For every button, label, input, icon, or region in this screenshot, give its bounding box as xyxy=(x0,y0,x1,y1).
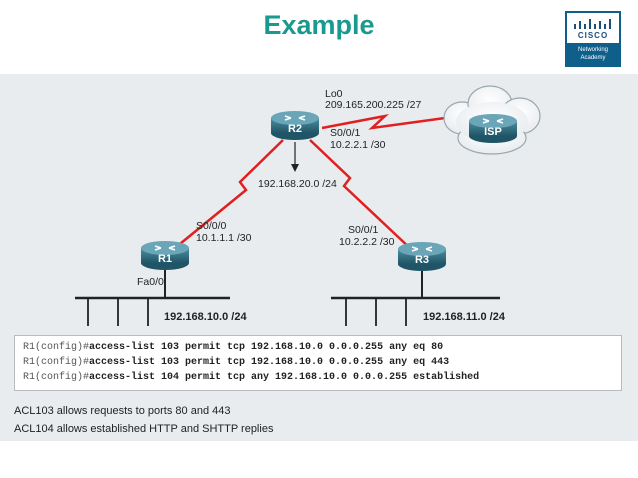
lan-left-network: 192.168.10.0 /24 xyxy=(164,311,247,323)
command-line: R1(config)#access-list 103 permit tcp 19… xyxy=(23,342,443,353)
r1-s000-name: S0/0/0 xyxy=(196,220,227,232)
serial-link-r2-r3 xyxy=(309,139,413,251)
logo-tagline-1: Networking xyxy=(577,47,608,53)
command-text: access-list 103 permit tcp 192.168.10.0 … xyxy=(89,357,450,368)
note-acl103: ACL103 allows requests to ports 80 and 4… xyxy=(14,405,231,417)
note-acl104: ACL104 allows established HTTP and SHTTP… xyxy=(14,423,274,435)
r2-lan-network: 192.168.20.0 /24 xyxy=(258,178,337,190)
serial-link-r2-r1 xyxy=(174,139,284,249)
r2-lo0-name: Lo0 xyxy=(325,88,343,100)
router-r1-label: R1 xyxy=(158,253,172,265)
router-r3-arrows-icon xyxy=(411,246,433,252)
r3-s001-name: S0/0/1 xyxy=(348,224,379,236)
config-command-box: R1(config)#access-list 103 permit tcp 19… xyxy=(14,335,622,391)
command-prompt: R1(config)# xyxy=(23,342,90,353)
r2-lan-arrowhead xyxy=(291,164,299,172)
r1-s000-ip: 10.1.1.1 /30 xyxy=(196,232,252,244)
r2-lo0-ip: 209.165.200.225 /27 xyxy=(325,99,422,111)
command-line: R1(config)#access-list 104 permit tcp an… xyxy=(23,372,479,383)
serial-link-r2-isp xyxy=(321,113,446,130)
router-r3-label: R3 xyxy=(415,254,429,266)
logo-tagline: Networking Academy xyxy=(567,43,619,65)
logo-brand: CISCO xyxy=(577,31,609,40)
router-isp-arrows-icon xyxy=(482,118,504,124)
router-isp[interactable]: ISP xyxy=(469,114,517,143)
r3-s001-ip: 10.2.2.2 /30 xyxy=(339,236,395,248)
command-line: R1(config)#access-list 103 permit tcp 19… xyxy=(23,357,449,368)
router-isp-label: ISP xyxy=(484,126,502,138)
r2-s001-ip: 10.2.2.1 /30 xyxy=(330,139,386,151)
cisco-bars-icon xyxy=(574,19,611,29)
router-r2-label: R2 xyxy=(288,123,302,135)
command-text: access-list 103 permit tcp 192.168.10.0 … xyxy=(89,342,444,353)
lan-bus-right xyxy=(331,296,500,326)
router-r1[interactable]: R1 xyxy=(141,241,189,270)
router-r3[interactable]: R3 xyxy=(398,242,446,271)
lan-right-network: 192.168.11.0 /24 xyxy=(423,311,505,323)
cisco-networking-academy-logo: CISCO Networking Academy xyxy=(565,11,621,67)
command-prompt: R1(config)# xyxy=(23,372,90,383)
logo-tagline-2: Academy xyxy=(580,55,606,61)
lan-bus-left xyxy=(75,296,230,326)
router-r1-arrows-icon xyxy=(154,245,176,251)
command-prompt: R1(config)# xyxy=(23,357,90,368)
router-r2[interactable]: R2 xyxy=(271,111,319,140)
command-text: access-list 104 permit tcp any 192.168.1… xyxy=(89,372,480,383)
r1-fa00-name: Fa0/0 xyxy=(137,276,164,288)
page-title: Example xyxy=(263,10,375,40)
r2-s001-name: S0/0/1 xyxy=(330,127,361,139)
router-r2-arrows-icon xyxy=(284,115,306,121)
